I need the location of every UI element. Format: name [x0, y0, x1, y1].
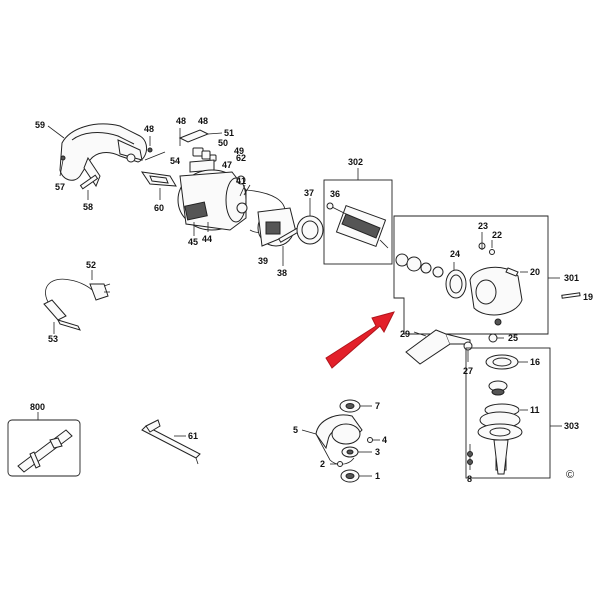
- flange-7: [339, 399, 372, 413]
- part-number-5: 5: [293, 425, 298, 435]
- screw-4: [367, 437, 380, 443]
- part-number-1: 1: [375, 471, 380, 481]
- part-number-61: 61: [188, 431, 198, 441]
- part-number-302: 302: [348, 157, 363, 167]
- armature-box-302: [323, 168, 393, 265]
- spindle-box-303: [465, 347, 562, 479]
- part-number-50: 50: [218, 138, 228, 148]
- part-number-11: 11: [530, 405, 540, 415]
- part-number-37: 37: [304, 188, 314, 198]
- part-number-800: 800: [30, 402, 45, 412]
- wheel-guard-5: [301, 414, 363, 465]
- part-number-48-b: 48: [176, 116, 186, 126]
- fan-ring-37: [296, 198, 324, 245]
- nut-27: [463, 341, 473, 362]
- part-number-59: 59: [35, 120, 45, 130]
- part-number-24: 24: [450, 249, 460, 259]
- part-number-2: 2: [320, 459, 325, 469]
- pin-spanner-61: [141, 419, 201, 465]
- part-number-29: 29: [400, 329, 410, 339]
- screw-57: [59, 155, 66, 177]
- part-number-16: 16: [530, 357, 540, 367]
- part-number-45: 45: [188, 237, 198, 247]
- motor-housing-44: [177, 169, 247, 236]
- part-number-38: 38: [277, 268, 287, 278]
- part-number-19: 19: [583, 292, 593, 302]
- part-number-23: 23: [478, 221, 488, 231]
- part-number-25: 25: [508, 333, 518, 343]
- part-number-8: 8: [467, 474, 472, 484]
- inner-flange-3: [341, 446, 372, 458]
- gearhead-box-301: [393, 215, 560, 335]
- part-number-48: 48: [144, 124, 154, 134]
- switch-assembly-60: [140, 171, 177, 200]
- washer-2: [330, 461, 343, 467]
- part-number-4: 4: [382, 435, 387, 445]
- part-number-39: 39: [258, 256, 268, 266]
- field-coil-39: [257, 207, 297, 247]
- part-number-48-c: 48: [198, 116, 208, 126]
- part-number-57: 57: [55, 182, 65, 192]
- part-number-58: 58: [83, 202, 93, 212]
- handle-housing: [59, 123, 147, 188]
- part-number-7: 7: [375, 401, 380, 411]
- washer-25: [488, 333, 504, 343]
- part-number-301: 301: [564, 273, 579, 283]
- part-number-47: 47: [222, 160, 232, 170]
- part-number-27: 27: [463, 366, 473, 376]
- part-number-51: 51: [224, 128, 234, 138]
- screw-19: [561, 292, 581, 299]
- part-number-41: 41: [236, 176, 246, 186]
- part-number-54: 54: [170, 156, 180, 166]
- small-parts-cluster: [144, 128, 217, 173]
- part-number-52: 52: [86, 260, 96, 270]
- part-number-36: 36: [330, 189, 340, 199]
- part-number-22: 22: [492, 230, 502, 240]
- part-number-3: 3: [375, 447, 380, 457]
- outer-flange-1: [340, 469, 372, 483]
- part-number-53: 53: [48, 334, 58, 344]
- pin-58: [79, 174, 99, 200]
- copyright-mark: ©: [566, 469, 574, 481]
- part-number-49: 49: [234, 146, 244, 156]
- power-cord-52: [43, 270, 111, 331]
- part-number-44: 44: [202, 234, 212, 244]
- part-number-20: 20: [530, 267, 540, 277]
- side-handle-29: [405, 329, 471, 365]
- part-number-62: 62: [236, 153, 246, 163]
- part-number-60: 60: [154, 203, 164, 213]
- part-number-303: 303: [564, 421, 579, 431]
- kit-box-800: [7, 412, 81, 477]
- assembly-direction-arrow: [325, 311, 395, 369]
